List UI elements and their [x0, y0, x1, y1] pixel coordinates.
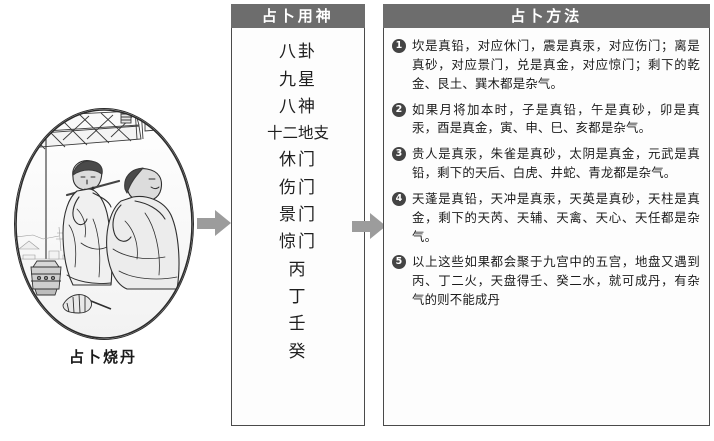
bullet-number-icon: 2	[392, 102, 406, 117]
bullet-number-icon: 4	[392, 191, 406, 206]
list-item: 八神	[279, 96, 317, 117]
methods-panel: 占卜方法 1 坎是真铅，对应休门，震是真汞，对应伤门；离是真砂，对应景门，兑是真…	[382, 3, 710, 426]
bullet-number-icon: 1	[392, 39, 406, 53]
list-item: 3 贵人是真汞，朱雀是真砂，太阴是真金，元武是真铅，剩下的天后、白虎、井蛇、青龙…	[391, 145, 700, 183]
list-item: 伤门	[279, 177, 317, 198]
list-item: 1 坎是真铅，对应休门，震是真汞，对应伤门；离是真砂，对应景门，兑是真金，对应惊…	[391, 37, 700, 94]
illustration-caption: 占卜烧丹	[68, 348, 137, 366]
list-item: 2 如果月将加本时，子是真铅，午是真砂，卯是真汞，酉是真金，寅、申、巳、亥都是杂…	[391, 101, 700, 139]
bullet-number-icon: 5	[392, 255, 406, 270]
method-text: 坎是真铅，对应休门，震是真汞，对应伤门；离是真砂，对应景门，兑是真金，对应惊门；…	[412, 38, 700, 91]
deities-panel: 占卜用神 八卦 九星 八神 十二地支 休门 伤门 景门 惊门 丙 丁 壬 癸	[230, 3, 365, 426]
arrow-deities-to-methods-icon	[352, 213, 386, 239]
arrow-head	[215, 210, 231, 236]
method-text: 如果月将加本时，子是真铅，午是真砂，卯是真汞，酉是真金，寅、申、巳、亥都是杂气。	[412, 101, 700, 136]
method-text: 以上这些如果都会聚于九宫中的五宫，地盘又遇到丙、丁二火，天盘得壬、癸二水，就可成…	[412, 254, 700, 308]
divination-scene-illustration	[15, 109, 193, 339]
illustration-oval-frame	[14, 108, 194, 340]
list-item: 休门	[279, 150, 317, 171]
bullet-number-icon: 3	[392, 147, 406, 162]
list-item: 惊门	[279, 232, 317, 253]
list-item: 九星	[279, 69, 317, 90]
list-item: 5 以上这些如果都会聚于九宫中的五宫，地盘又遇到丙、丁二火，天盘得壬、癸二水，就…	[391, 253, 700, 310]
list-item: 4 天蓬是真铅，天冲是真汞，天英是真砂，天柱是真金，剩下的天芮、天辅、天禽、天心…	[391, 190, 700, 247]
arrow-shaft	[197, 218, 217, 229]
illustration-block: 占卜烧丹	[8, 108, 198, 388]
method-text: 天蓬是真铅，天冲是真汞，天英是真砂，天柱是真金，剩下的天芮、天辅、天禽、天心、天…	[412, 190, 700, 244]
arrow-illustration-to-deities-icon	[197, 210, 231, 236]
list-item: 景门	[279, 204, 317, 225]
list-item: 丙	[288, 259, 308, 280]
list-item: 壬	[288, 314, 308, 335]
deities-list: 八卦 九星 八神 十二地支 休门 伤门 景门 惊门 丙 丁 壬 癸	[232, 33, 364, 370]
deities-panel-title: 占卜用神	[230, 3, 365, 28]
method-text: 贵人是真汞，朱雀是真砂，太阴是真金，元武是真铅，剩下的天后、白虎、井蛇、青龙都是…	[412, 146, 700, 181]
list-item: 丁	[288, 287, 308, 308]
methods-list: 1 坎是真铅，对应休门，震是真汞，对应伤门；离是真砂，对应景门，兑是真金，对应惊…	[384, 31, 709, 321]
arrow-shaft	[352, 221, 372, 232]
methods-panel-title: 占卜方法	[382, 3, 710, 28]
list-item: 八卦	[279, 42, 317, 63]
arrow-head	[370, 213, 386, 239]
list-item: 十二地支	[266, 124, 329, 143]
list-item: 癸	[288, 341, 308, 362]
